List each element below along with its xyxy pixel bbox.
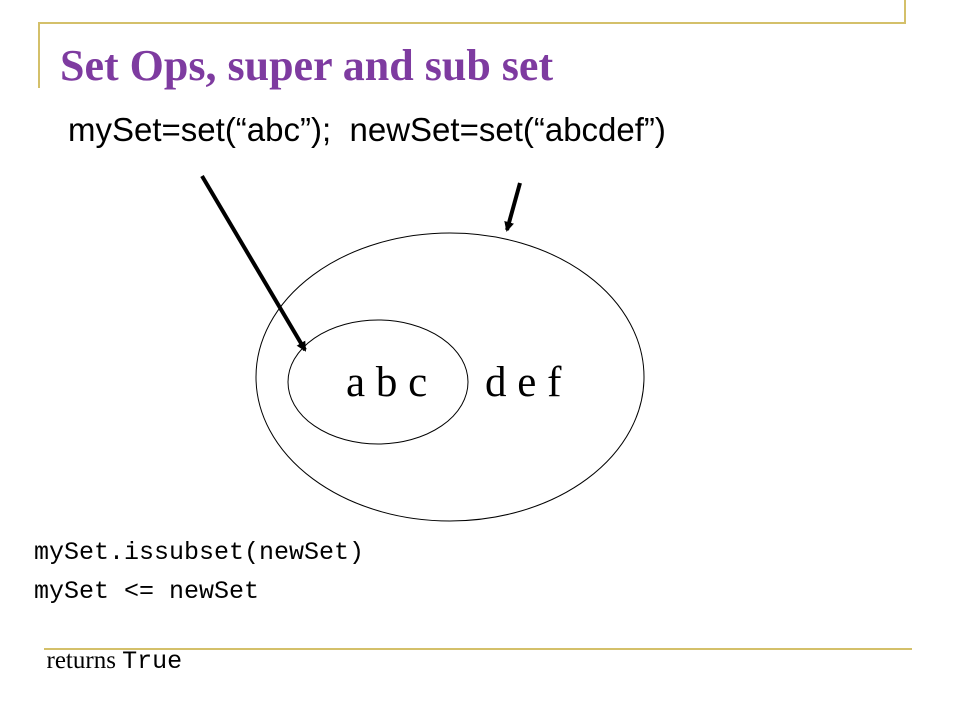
slide-title: Set Ops, super and sub set xyxy=(60,41,554,90)
subset-ellipse xyxy=(287,319,469,445)
superset-ellipse xyxy=(255,232,645,522)
myset-arrow xyxy=(200,174,307,352)
returns-word: returns xyxy=(46,647,116,674)
newset-arrow xyxy=(504,182,522,232)
returns-value: True xyxy=(122,647,183,676)
subset-operator-expression: mySet <= newSet xyxy=(34,577,260,606)
superset-elements-label: d e f xyxy=(485,359,562,406)
set-definitions: mySet=set(“abc”); newSet=set(“abcdef”) xyxy=(68,108,666,152)
left-accent-line xyxy=(38,22,40,88)
top-accent-line xyxy=(38,22,904,24)
issubset-expression: mySet.issubset(newSet) xyxy=(34,538,365,567)
myset-definition: mySet=set(“abc”); xyxy=(68,111,332,148)
right-accent-line xyxy=(904,0,906,24)
returns-line: returns True xyxy=(34,616,183,677)
subset-elements-label: a b c xyxy=(346,359,427,406)
bottom-accent-line xyxy=(44,648,912,650)
newset-definition: newSet=set(“abcdef”) xyxy=(349,111,666,148)
